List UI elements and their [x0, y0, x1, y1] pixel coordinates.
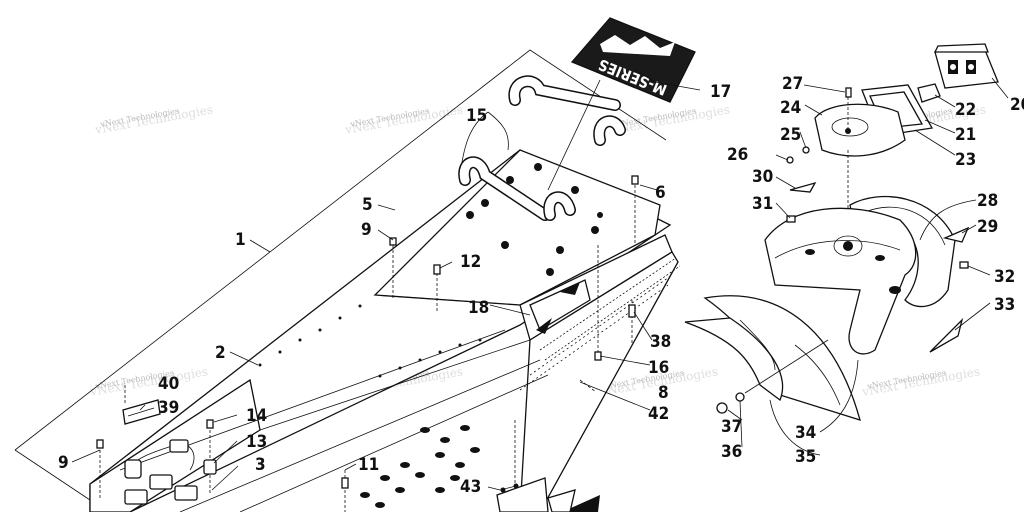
callout-8: 8	[658, 383, 669, 403]
callout-16: 16	[648, 358, 669, 378]
tunnel	[89, 149, 681, 512]
callout-9: 9	[361, 220, 372, 240]
callout-32: 32	[994, 267, 1015, 287]
grab-bar-top	[508, 75, 626, 146]
callout-25: 25	[780, 125, 801, 145]
callout-39: 39	[158, 398, 179, 418]
callout-20: 20	[1010, 95, 1024, 115]
reflector-strip	[122, 399, 161, 425]
callout-2: 2	[215, 343, 226, 363]
callout-34: 34	[795, 423, 816, 443]
callout-12: 12	[460, 252, 481, 272]
callouts: 1 2 3 5 6 8 9 9 11 12 13 14 15 16 17 18 …	[58, 74, 1024, 497]
callout-13: 13	[246, 432, 267, 452]
callout-38: 38	[650, 332, 671, 352]
callout-27: 27	[782, 74, 803, 94]
assembly-outline	[14, 49, 667, 501]
bottom-bracket	[496, 477, 600, 512]
callout-18: 18	[468, 298, 489, 318]
callout-17: 17	[710, 82, 731, 102]
callout-29: 29	[977, 217, 998, 237]
callout-9: 9	[58, 453, 69, 473]
callout-37: 37	[721, 417, 742, 437]
callout-42: 42	[648, 404, 669, 424]
grab-bar-lower	[458, 156, 576, 221]
callout-5: 5	[362, 195, 373, 215]
callout-15: 15	[466, 106, 487, 126]
callout-3: 3	[255, 455, 266, 475]
callout-22: 22	[955, 100, 976, 120]
callout-26: 26	[727, 145, 748, 165]
callout-14: 14	[246, 406, 267, 426]
callout-11: 11	[358, 455, 379, 475]
callout-24: 24	[780, 98, 801, 118]
callout-1: 1	[235, 230, 246, 250]
callout-40: 40	[158, 374, 179, 394]
callout-23: 23	[955, 150, 976, 170]
callout-28: 28	[977, 191, 998, 211]
taillight-assembly	[786, 43, 999, 240]
callout-31: 31	[752, 194, 773, 214]
callout-36: 36	[721, 442, 742, 462]
hardware	[96, 175, 639, 512]
callout-35: 35	[795, 447, 816, 467]
callout-43: 43	[460, 477, 481, 497]
callout-6: 6	[655, 183, 666, 203]
leader-lines	[71, 69, 1009, 491]
wiring-harness	[124, 439, 198, 505]
callout-30: 30	[752, 167, 773, 187]
callout-33: 33	[994, 295, 1015, 315]
callout-21: 21	[955, 125, 976, 145]
m-series-decal: M-SERIES	[570, 17, 696, 103]
